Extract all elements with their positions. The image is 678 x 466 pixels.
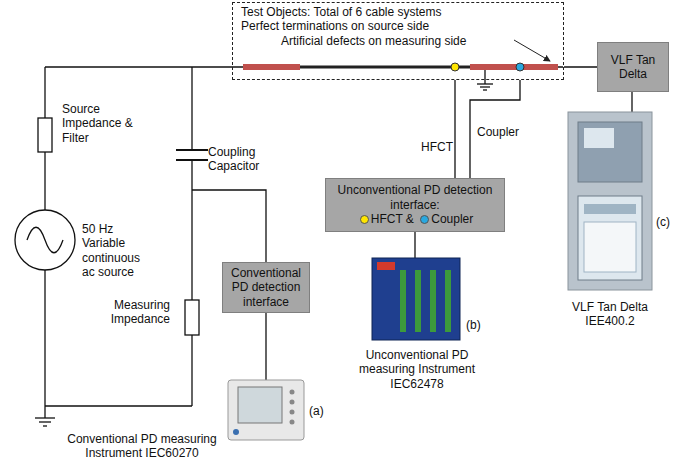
- test-object-region: Test Objects: Total of 6 cable systemsPe…: [232, 2, 564, 80]
- cable-defect-section: [470, 64, 558, 70]
- instrument-module: [400, 270, 406, 332]
- component-label: Coupling Capacitor: [208, 145, 270, 174]
- return-wire: [45, 405, 192, 406]
- instrument-knob: [233, 429, 239, 435]
- signal-wire: [564, 66, 597, 67]
- instrument-caption: Conventional PD measuring Instrument IEC…: [60, 432, 224, 461]
- instrument-c-device: [578, 122, 642, 182]
- instrument-c-panel: [584, 128, 614, 148]
- cable: [300, 66, 470, 69]
- sensor-name: Coupler: [431, 212, 473, 226]
- interface-box: Unconventional PD detection interface:HF…: [325, 178, 505, 232]
- resistor-symbol: [38, 118, 52, 152]
- callout-letter: (c): [656, 215, 674, 229]
- box-heading: Unconventional PD detection interface:: [330, 183, 500, 212]
- sensor-name: HFCT &: [371, 212, 414, 226]
- instrument-button: [290, 420, 295, 425]
- instrument-caption: Unconventional PD measuring Instrument I…: [358, 348, 476, 391]
- sensor-legend-line: HFCT & Coupler: [357, 212, 474, 226]
- instrument-logo: [377, 262, 395, 270]
- ground-symbol: [483, 89, 487, 90]
- instrument-c-screen: [578, 196, 642, 280]
- instrument-caption: VLF Tan Delta IEE400.2: [564, 300, 656, 329]
- coupler-sensor-dot: [516, 63, 524, 71]
- callout-letter: (a): [309, 404, 329, 418]
- box-heading: Test Objects: Total of 6 cable systems: [241, 5, 555, 19]
- instrument-button: [290, 410, 295, 415]
- ground-symbol: [35, 417, 55, 418]
- capacitor-wire: [191, 67, 192, 150]
- instrument-a: [228, 380, 304, 440]
- box-heading: Conventional PD detection interface: [227, 266, 305, 309]
- signal-wire: [470, 80, 520, 178]
- instrument-c-photo: [568, 112, 652, 290]
- instrument-button: [290, 390, 295, 395]
- ground-wire: [484, 70, 485, 84]
- instrument-module: [430, 270, 436, 332]
- wire-label: Coupler: [476, 125, 520, 139]
- instrument-module: [445, 270, 451, 332]
- capacitor-wire: [191, 160, 192, 406]
- interface-box: Conventional PD detection interface: [222, 262, 310, 313]
- ground-symbol: [43, 425, 47, 426]
- instrument-c-screen-area: [584, 222, 636, 272]
- callout-letter: (b): [466, 318, 486, 332]
- instrument-b: [372, 258, 460, 340]
- instrument-module: [415, 270, 421, 332]
- box-note: Perfect terminations on source side: [241, 19, 555, 33]
- component-label: 50 Hz Variable continuous ac source: [82, 222, 148, 280]
- instrument-c-screen-bar: [584, 204, 636, 214]
- cable-termination: [243, 64, 300, 70]
- wire-label: HFCT: [420, 140, 454, 154]
- sine-wave: [27, 227, 63, 253]
- box-heading: VLF Tan Delta: [602, 53, 664, 82]
- ground-symbol: [39, 421, 51, 422]
- signal-wire: [454, 80, 455, 178]
- ac-source-symbol: [15, 210, 75, 270]
- component-label: Measuring Impedance: [98, 298, 170, 327]
- instrument-screen: [238, 387, 282, 423]
- instrument-button: [290, 400, 295, 405]
- ground-wire: [44, 406, 45, 418]
- box-note: Artificial defects on measuring side: [241, 34, 555, 48]
- ground-symbol: [477, 83, 493, 84]
- hfct-sensor-dot: [451, 63, 459, 71]
- resistor-symbol: [185, 300, 199, 335]
- sensor-dot: [360, 215, 369, 224]
- capacitor-symbol: [176, 159, 208, 161]
- ground-symbol: [480, 86, 490, 87]
- capacitor-symbol: [176, 149, 208, 151]
- sensor-dot: [420, 215, 429, 224]
- component-label: Source Impedance & Filter: [62, 102, 134, 145]
- leader-arrow: [514, 40, 550, 61]
- instrument-box: VLF Tan Delta: [597, 42, 669, 92]
